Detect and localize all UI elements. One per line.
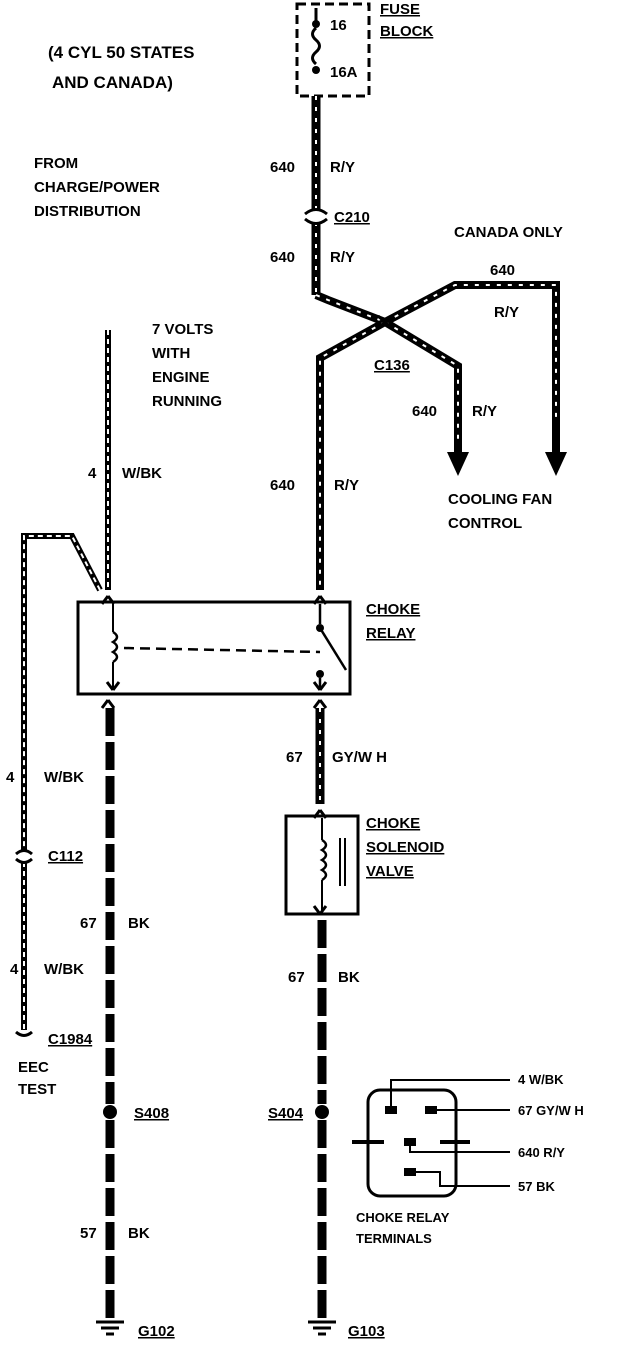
wire-67-left-color: BK [128,915,150,932]
wire-67-right-color: BK [338,969,360,986]
wire-640-fan-color: R/Y [472,403,497,420]
terminal-label-57-bk: 57 BK [518,1179,555,1194]
svg-text:DISTRIBUTION: DISTRIBUTION [34,203,141,220]
connector-c112: C112 [15,848,83,865]
fuse-block-title-2: BLOCK [380,23,433,40]
splice-s404: S404 [268,1105,304,1122]
wire-640-relay-num: 640 [270,477,295,494]
ground-g102: G102 [96,1320,175,1340]
svg-text:ENGINE: ENGINE [152,369,210,386]
wire-4-left-lower-color: W/BK [44,961,84,978]
fuse-block: 16 16A FUSE BLOCK [295,1,433,98]
wire-4-left-lower-num: 4 [10,961,19,978]
wire-4-top-num: 4 [88,465,97,482]
svg-text:COOLING FAN: COOLING FAN [448,491,552,508]
wire-4-left-upper-num: 4 [6,769,15,786]
choke-relay-label: CHOKE RELAY [366,601,420,642]
wire-640-canada-color: R/Y [494,304,519,321]
svg-text:RELAY: RELAY [366,625,415,642]
svg-text:SOLENOID: SOLENOID [366,839,445,856]
svg-text:FROM: FROM [34,155,78,172]
eec-test-label: EEC TEST [18,1059,56,1098]
svg-text:AND CANADA): AND CANADA) [52,73,173,92]
terminal-label-640-ry: 640 R/Y [518,1145,565,1160]
terminals-caption-2: TERMINALS [356,1231,432,1246]
wire-640-a-color: R/Y [330,159,355,176]
choke-solenoid-valve [284,809,360,916]
wire-67-left-num: 67 [80,915,97,932]
svg-text:C136: C136 [374,357,410,374]
voltage-note: 7 VOLTS WITH ENGINE RUNNING [152,321,222,410]
connector-c210: C210 [304,208,370,226]
wire-67-bk-left [100,699,117,1318]
svg-text:TEST: TEST [18,1081,56,1098]
source-note: FROM CHARGE/POWER DISTRIBUTION [34,155,160,220]
terminals-caption-1: CHOKE RELAY [356,1210,450,1225]
svg-text:CONTROL: CONTROL [448,515,522,532]
svg-text:C1984: C1984 [48,1031,93,1048]
wire-640-a-num: 640 [270,159,295,176]
wire-57-left-num: 57 [80,1225,97,1242]
svg-text:(4 CYL 50 STATES: (4 CYL 50 STATES [48,43,194,62]
svg-text:EEC: EEC [18,1059,49,1076]
svg-text:7 VOLTS: 7 VOLTS [152,321,213,338]
splice-s408: S408 [134,1105,169,1122]
wire-67-gywh [312,699,328,804]
svg-text:C112: C112 [48,848,83,865]
svg-text:CHOKE: CHOKE [366,601,420,618]
svg-text:CHARGE/POWER: CHARGE/POWER [34,179,160,196]
svg-text:G102: G102 [138,1323,175,1340]
svg-text:G103: G103 [348,1323,385,1340]
scope-note: (4 CYL 50 STATES AND CANADA) [48,43,194,92]
wire-67-mid-num: 67 [286,749,303,766]
wire-57-left-color: BK [128,1225,150,1242]
cooling-fan-control-label: COOLING FAN CONTROL [448,491,552,532]
wire-640-b-color: R/Y [330,249,355,266]
wire-640-b-num: 640 [270,249,295,266]
choke-relay-terminals: 4 W/BK 67 GY/W H 640 R/Y 57 BK CHOKE REL… [352,1072,584,1246]
choke-relay [76,595,352,696]
wire-640-fan-num: 640 [412,403,437,420]
canada-only-label: CANADA ONLY [454,224,563,241]
terminal-label-67-gywh: 67 GY/W H [518,1103,584,1118]
svg-text:RUNNING: RUNNING [152,393,222,410]
svg-text:C210: C210 [334,209,370,226]
fuse-pin-bottom: 16A [330,64,358,81]
fuse-block-title-1: FUSE [380,1,420,18]
wire-640-relay-color: R/Y [334,477,359,494]
connector-c136: C136 [374,314,410,374]
wire-67-bk-right [315,920,329,1318]
wire-640-canada-num: 640 [490,262,515,279]
wire-4-left-upper-color: W/BK [44,769,84,786]
terminal-label-4-wbk: 4 W/BK [518,1072,564,1087]
wire-640-splice [314,281,567,590]
svg-text:WITH: WITH [152,345,190,362]
wire-4-top-color: W/BK [122,465,162,482]
ground-g103: G103 [308,1320,385,1340]
connector-c1984: C1984 [15,1030,93,1048]
wire-4-wbk-eec [21,533,103,1030]
svg-text:CHOKE: CHOKE [366,815,420,832]
wire-67-mid-color: GY/W H [332,749,387,766]
svg-text:VALVE: VALVE [366,863,414,880]
wire-67-right-num: 67 [288,969,305,986]
choke-solenoid-label: CHOKE SOLENOID VALVE [366,815,445,880]
fuse-pin-top: 16 [330,17,347,34]
